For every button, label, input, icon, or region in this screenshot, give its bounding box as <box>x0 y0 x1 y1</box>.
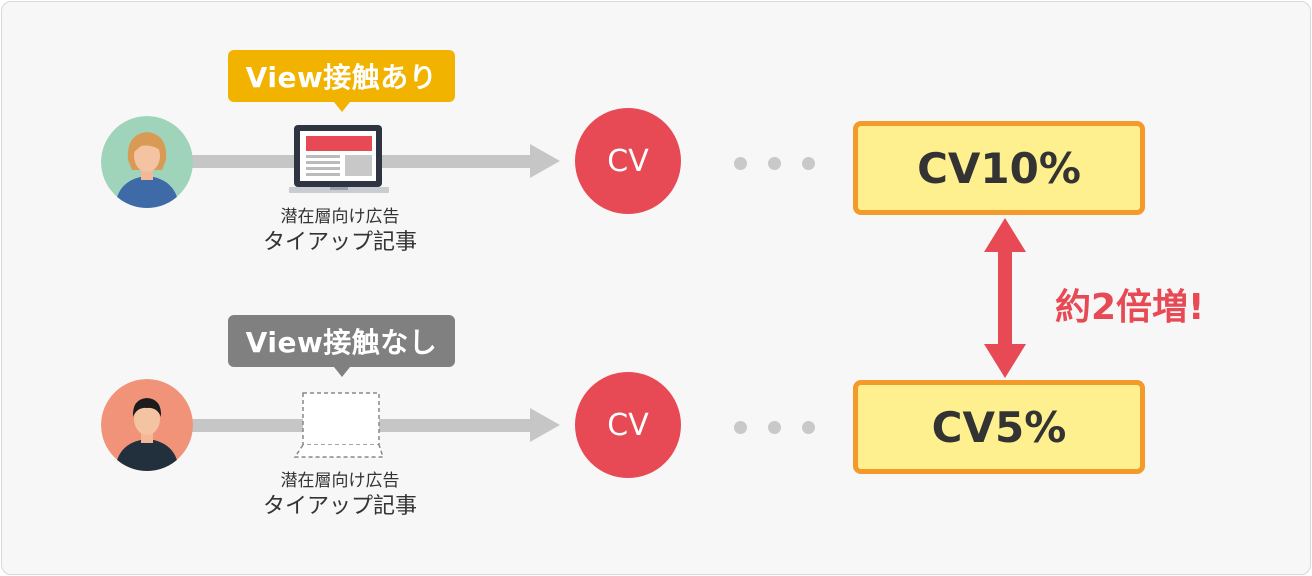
ad-caption-line2: タイアップ記事 <box>262 494 417 519</box>
laptop-icon <box>289 125 389 201</box>
double-arrow-icon <box>982 218 1028 382</box>
cv-circle-row2: CV <box>575 372 681 478</box>
view-contact-yes-label: View接触あり <box>245 61 438 94</box>
cv-label: CV <box>607 407 649 443</box>
male-user-avatar <box>101 379 193 471</box>
flow-arrowhead-row2 <box>530 408 560 442</box>
ellipsis-dots-row2 <box>734 421 815 434</box>
result-label: CV10% <box>917 143 1081 193</box>
increase-label: 約2倍増! <box>1055 287 1205 328</box>
result-box-cv10: CV10% <box>853 121 1145 215</box>
flow-arrowhead-row1 <box>530 144 560 178</box>
ad-caption-row2: 潜在層向け広告 タイアップ記事 <box>240 470 440 522</box>
cv-circle-row1: CV <box>575 108 681 214</box>
view-contact-no-bubble: View接触なし <box>228 315 455 377</box>
ellipsis-dots-row1 <box>734 157 815 170</box>
cv-label: CV <box>607 143 649 179</box>
ad-caption-row1: 潜在層向け広告 タイアップ記事 <box>240 206 440 258</box>
view-contact-yes-bubble: View接触あり <box>228 50 455 112</box>
ad-caption-line1: 潜在層向け広告 <box>280 471 400 491</box>
result-box-cv5: CV5% <box>853 380 1145 474</box>
result-label: CV5% <box>931 402 1067 452</box>
ad-caption-line1: 潜在層向け広告 <box>280 207 400 227</box>
view-contact-no-label: View接触なし <box>245 326 438 359</box>
ad-caption-line2: タイアップ記事 <box>262 230 417 255</box>
female-user-avatar <box>101 116 193 208</box>
empty-laptop-placeholder <box>289 389 389 465</box>
